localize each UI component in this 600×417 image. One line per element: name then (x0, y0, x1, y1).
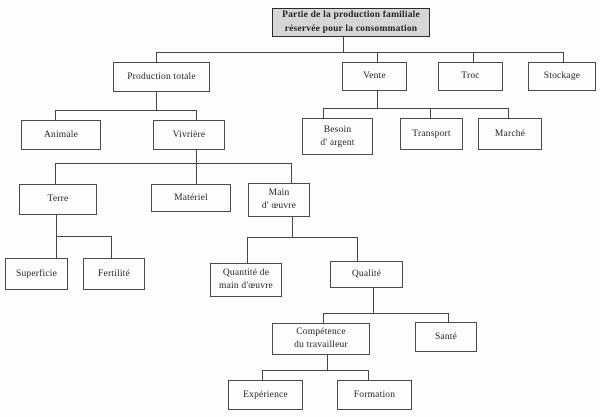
connector-line (156, 92, 158, 110)
connector-line (508, 108, 510, 119)
connector-line (323, 313, 325, 324)
connector-line (196, 150, 198, 163)
connector-line (430, 108, 432, 119)
node-competence-travailleur: Compétence du travailleur (272, 323, 370, 355)
connector-line (55, 110, 197, 112)
connector-line (247, 237, 249, 264)
node-production-totale: Production totale (113, 62, 210, 92)
connector-line (55, 163, 57, 185)
node-transport: Transport (400, 118, 463, 150)
connector-line (262, 370, 264, 381)
node-vivriere: Vivrière (153, 120, 225, 150)
connector-line (357, 237, 359, 262)
connector-line (156, 52, 564, 54)
connector-line (323, 108, 325, 119)
connector-line (377, 91, 379, 108)
connector-line (196, 110, 198, 121)
connector-line (55, 110, 57, 121)
node-terre: Terre (19, 184, 97, 215)
connector-line (327, 355, 329, 370)
node-besoin-argent: Besoin d' argent (302, 118, 373, 155)
node-formation: Formation (337, 380, 412, 410)
node-animale: Animale (21, 120, 101, 150)
connector-line (111, 236, 113, 259)
node-root: Partie de la production familiale réserv… (272, 8, 430, 37)
connector-line (373, 288, 375, 313)
connector-line (448, 313, 450, 323)
node-fertilite: Fertilité (83, 258, 145, 290)
connector-line (292, 217, 294, 237)
node-stockage: Stockage (528, 62, 596, 91)
node-sante: Santé (415, 322, 477, 352)
node-superficie: Superficie (5, 258, 68, 290)
connector-line (563, 52, 565, 63)
node-qualite: Qualité (330, 261, 403, 288)
connector-line (56, 215, 58, 236)
node-materiel: Matériel (151, 184, 231, 212)
node-troc: Troc (438, 62, 503, 91)
connector-line (473, 52, 475, 63)
connector-line (291, 163, 293, 184)
node-experience: Expérience (228, 380, 303, 410)
connector-line (247, 237, 358, 239)
connector-line (323, 313, 449, 315)
connector-line (156, 52, 158, 63)
connector-line (196, 163, 198, 185)
node-marche: Marché (478, 118, 542, 150)
node-quantite-main-oeuvre: Quantité de main d'œuvre (210, 263, 282, 297)
connector-line (55, 163, 292, 165)
connector-line (368, 370, 370, 381)
connector-line (56, 236, 112, 238)
node-main-oeuvre: Main d' œuvre (248, 183, 310, 217)
connector-line (262, 370, 369, 372)
connector-line (56, 236, 58, 259)
connector-line (323, 108, 509, 110)
connector-line (377, 52, 379, 63)
connector-line (343, 37, 345, 52)
node-vente: Vente (342, 62, 407, 91)
